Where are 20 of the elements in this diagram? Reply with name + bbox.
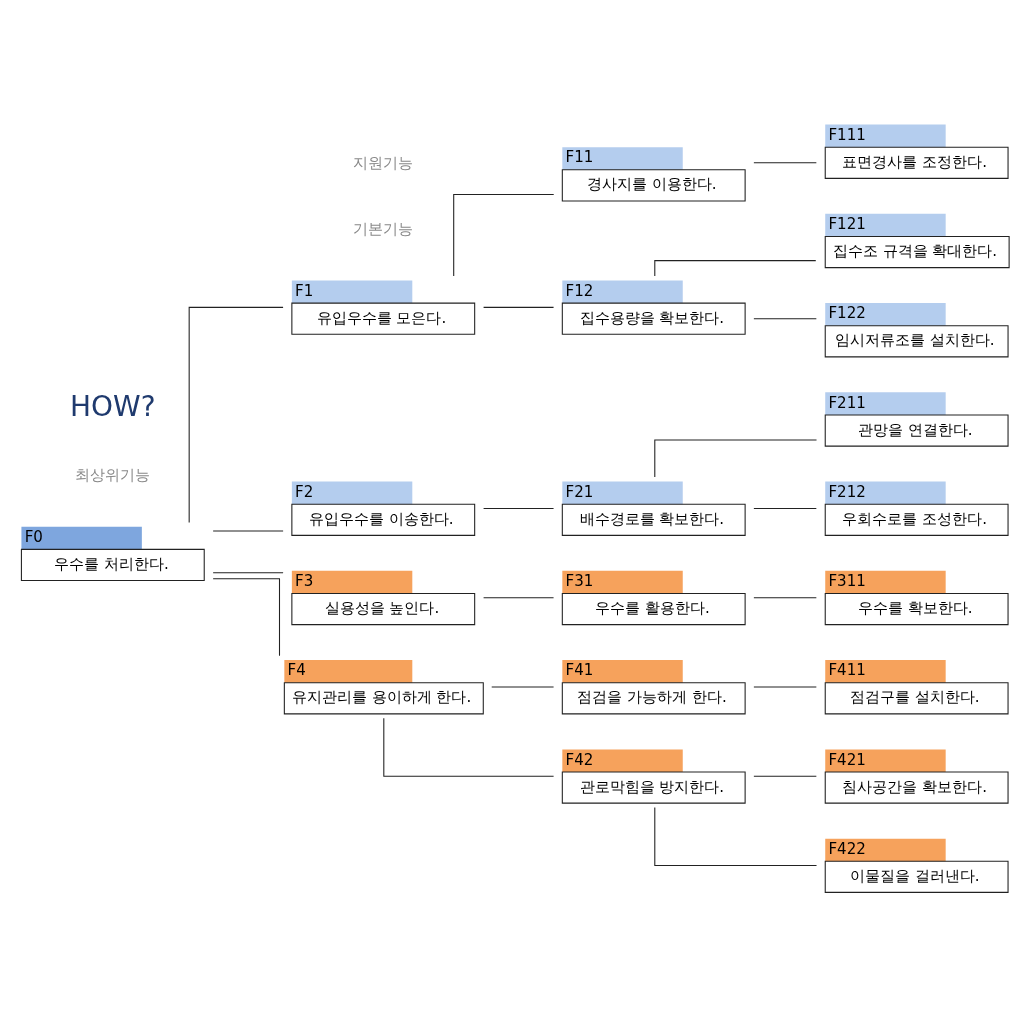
connector — [753, 318, 817, 320]
label: 최상위기능 — [75, 466, 151, 485]
connector — [483, 597, 555, 599]
connector — [654, 260, 817, 277]
connector — [654, 439, 818, 478]
connector — [212, 572, 284, 574]
label: 기본기능 — [353, 219, 414, 238]
connector — [212, 578, 281, 657]
connector — [753, 597, 817, 599]
connector — [483, 306, 555, 308]
connector — [188, 306, 284, 523]
connector — [753, 162, 817, 164]
connector — [753, 775, 817, 777]
connector — [483, 507, 555, 510]
connector — [654, 806, 818, 867]
label: 지원기능 — [353, 154, 414, 173]
connector — [753, 507, 817, 510]
connector — [383, 717, 555, 777]
label: HOW? — [70, 390, 156, 424]
connector — [453, 193, 555, 277]
